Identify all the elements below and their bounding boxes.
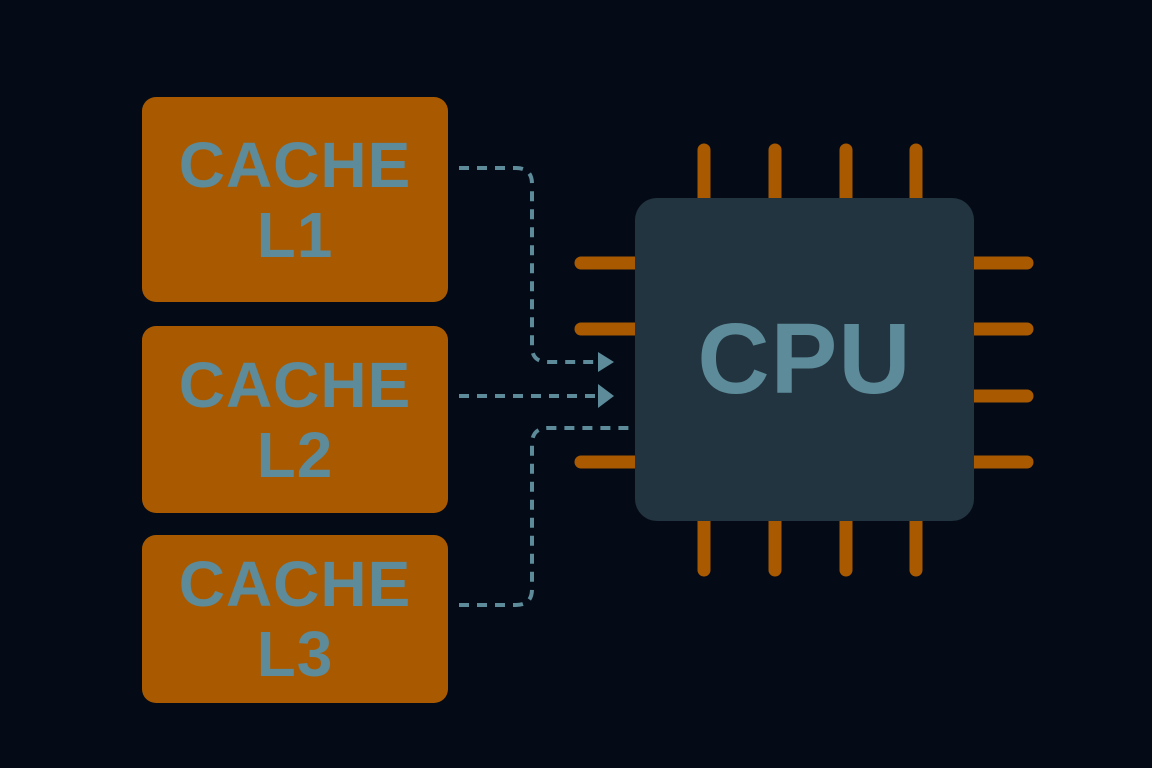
arrowheads (598, 352, 614, 408)
cpu-pins (574, 143, 1034, 577)
cpu-label: CPU (697, 303, 912, 415)
cache-l2-word: CACHE (178, 348, 412, 421)
cache-l1-word: CACHE (178, 128, 412, 201)
connectors (459, 166, 635, 607)
cpu-chip: CPU (635, 198, 974, 521)
cache-l3-word: CACHE (178, 548, 412, 620)
connector-l3-to-cpu (459, 426, 635, 607)
cache-l1-block: CACHE L1 (142, 97, 448, 302)
cache-l3-level: L3 (256, 618, 334, 690)
arrowhead-l2 (598, 384, 614, 408)
cache-l1-level: L1 (256, 198, 334, 271)
connector-l1-to-cpu (459, 166, 600, 364)
cache-l2-block: CACHE L2 (142, 326, 448, 513)
arrowhead-l1 (598, 352, 614, 372)
cache-l3-block: CACHE L3 (142, 535, 448, 703)
cache-l2-level: L2 (256, 418, 334, 491)
